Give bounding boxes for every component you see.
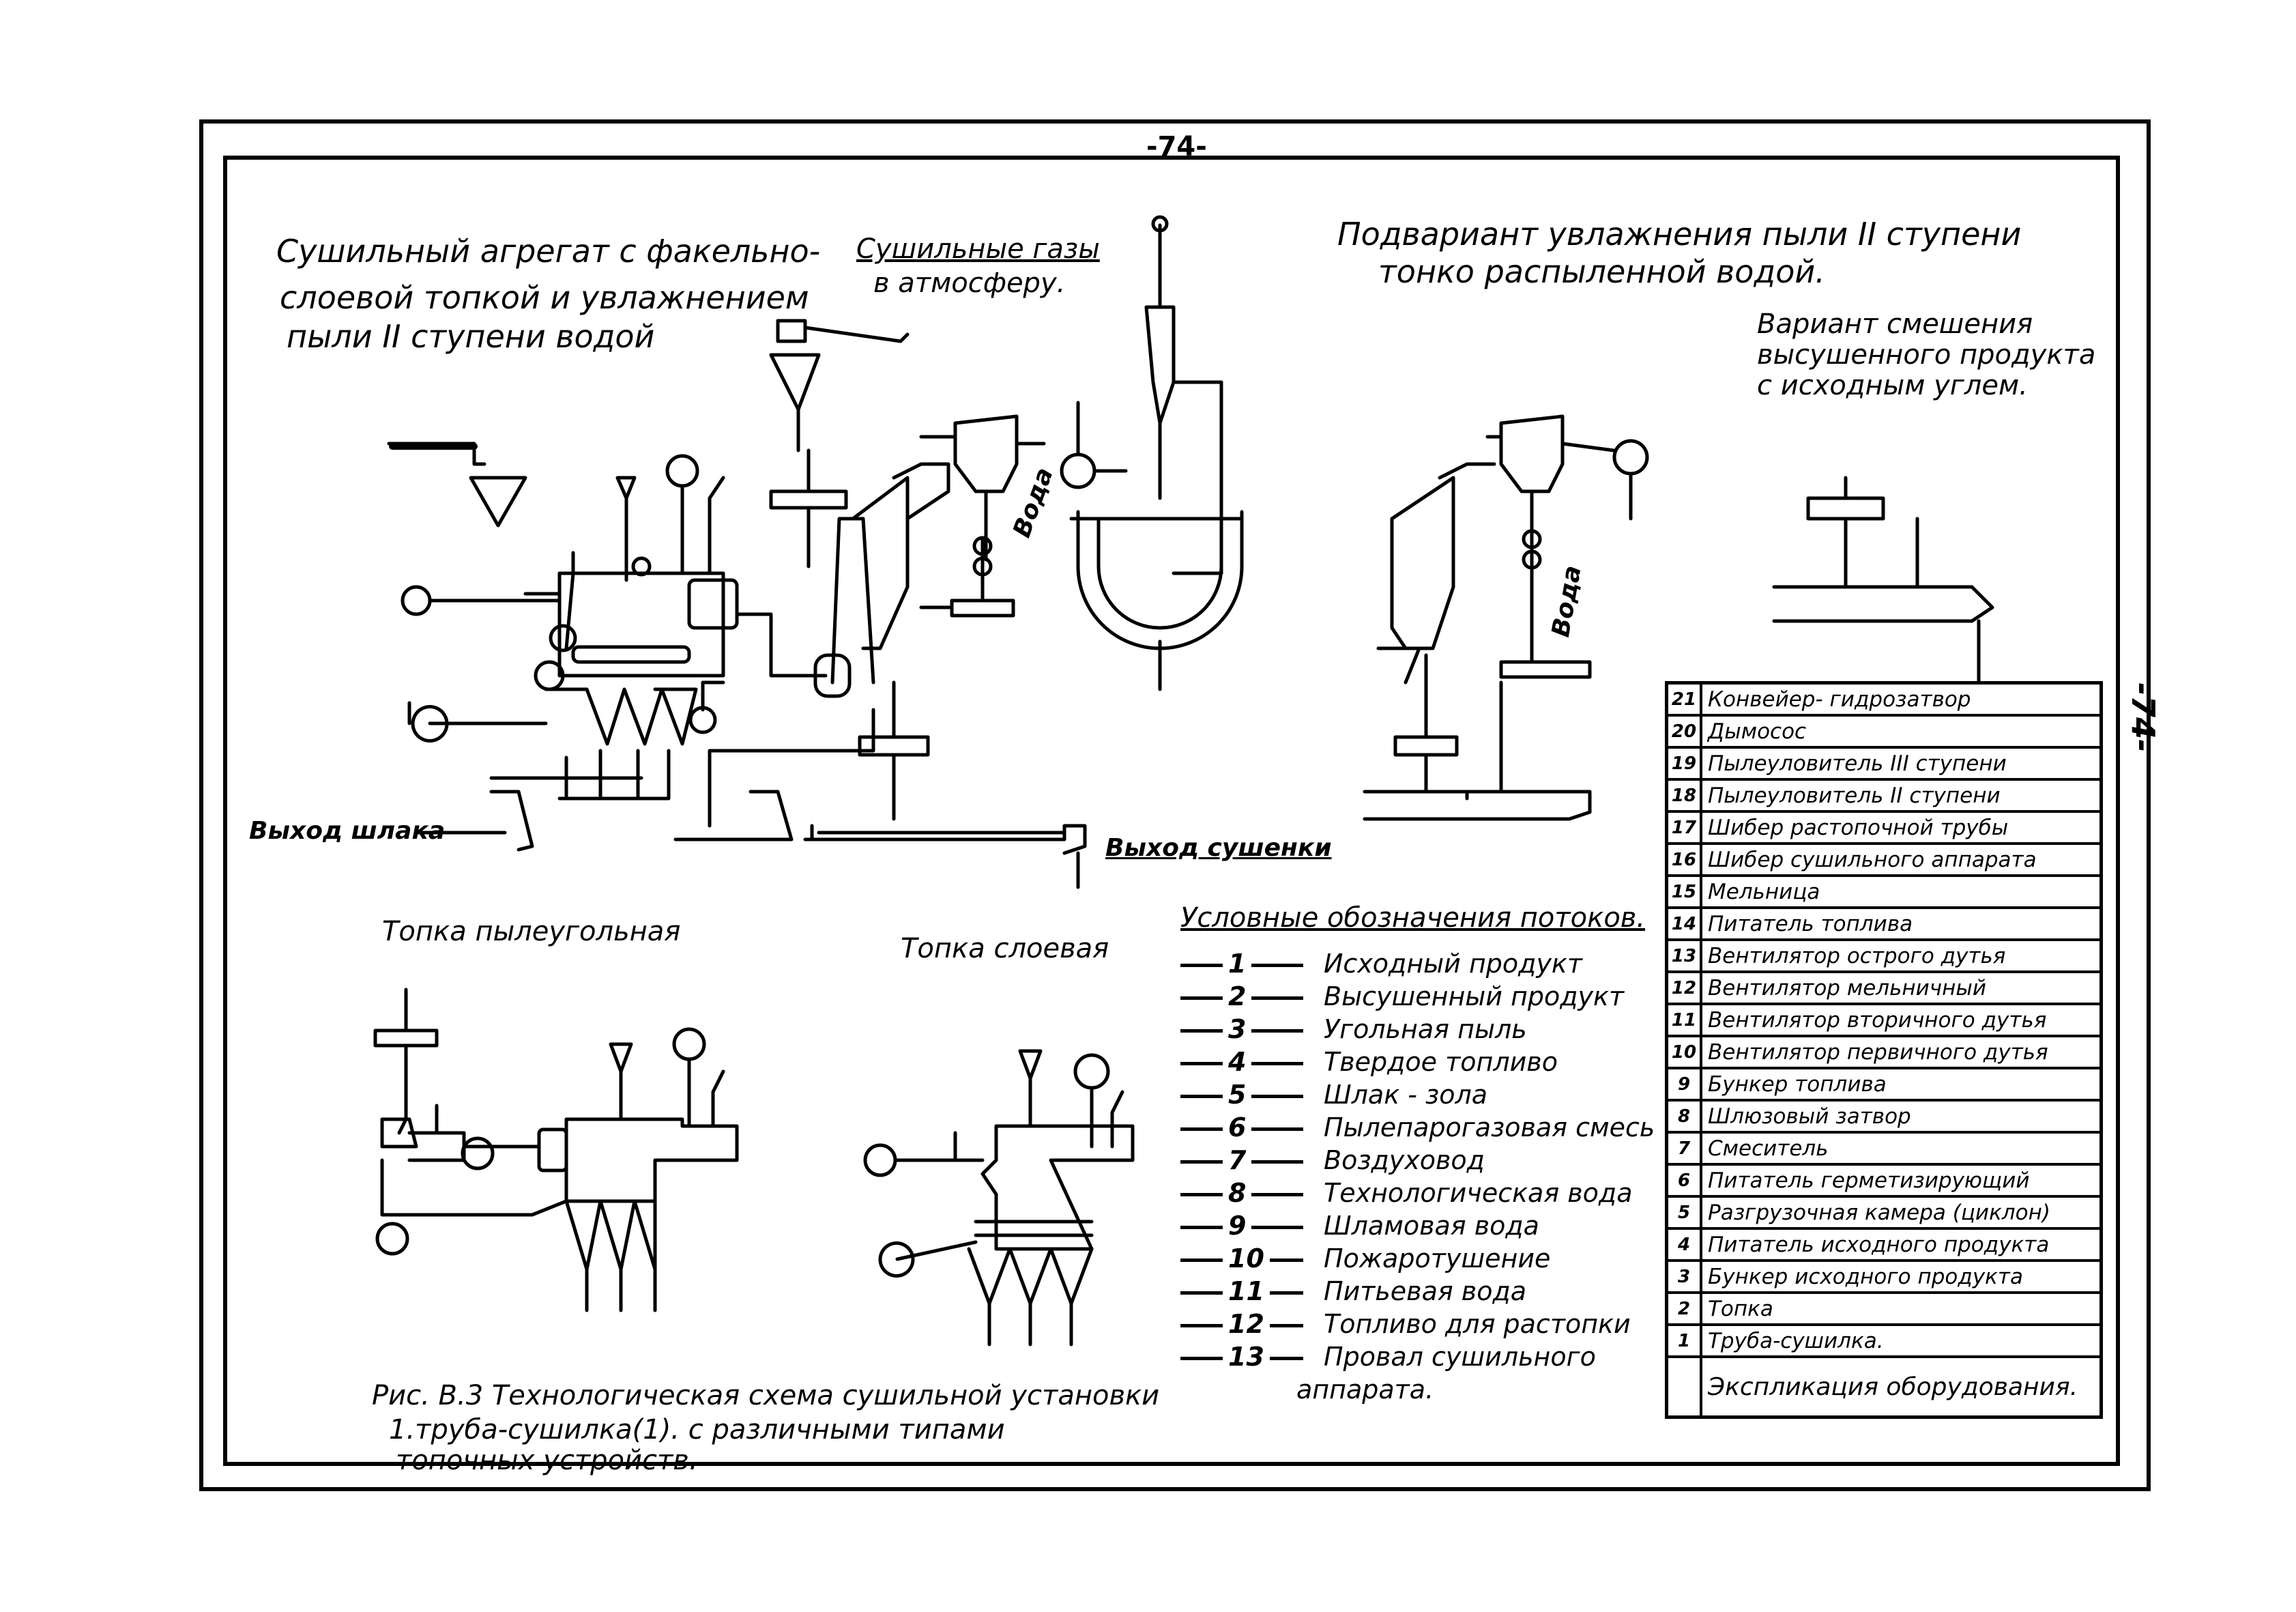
mixer-7 bbox=[950, 599, 1015, 618]
main-title-line3: пыли II ступени водой bbox=[287, 318, 655, 355]
smoke-exhauster-20 bbox=[1060, 452, 1096, 489]
feeder-4 bbox=[769, 489, 848, 510]
mixing-title-line1: Вариант смешения bbox=[1757, 308, 2033, 340]
inner-frame bbox=[223, 156, 2120, 1466]
fan-10-pulverized bbox=[375, 1222, 409, 1256]
fan-11-layer bbox=[1073, 1053, 1110, 1090]
shutter-17 bbox=[615, 476, 637, 582]
fan-11-pulverized bbox=[672, 1027, 706, 1061]
fuel-bunker-9 bbox=[387, 442, 527, 528]
fan-10-main bbox=[407, 701, 548, 743]
legend-item-continuation: аппарата. bbox=[1296, 1374, 1434, 1405]
main-title-line2: слоевой топкой и увлажнением bbox=[280, 279, 809, 316]
collector-19 bbox=[1144, 305, 1176, 425]
caption-line1: Рис. В.3 Технологическая схема сушильной… bbox=[372, 1380, 1160, 1411]
shutter-17-pulverized bbox=[609, 1042, 633, 1121]
subvariant-title-line2: тонко распыленной водой. bbox=[1378, 253, 1825, 290]
fan-13-layer bbox=[863, 1143, 897, 1177]
pulverized-furnace-title: Топка пылеугольная bbox=[382, 916, 681, 947]
outer-frame bbox=[199, 119, 2151, 1491]
shutter-17-layer bbox=[1018, 1049, 1043, 1128]
conveyor-21 bbox=[673, 790, 794, 841]
pulverized-furnace-body bbox=[564, 1117, 739, 1203]
sealing-feeder-6-sub bbox=[1393, 735, 1459, 757]
fan-11-main bbox=[665, 454, 699, 488]
caption-line2: 1.труба-сушилка(1). с различными типами bbox=[389, 1414, 1005, 1445]
exhaust-title-line2: в атмосферу. bbox=[873, 268, 1066, 299]
slag-exit-label: Выход шлака bbox=[249, 817, 446, 845]
fan-10-layer bbox=[878, 1240, 978, 1278]
cyclone-5-sub bbox=[1390, 476, 1455, 650]
layer-furnace-body bbox=[980, 1124, 1135, 1251]
feed-bunker-3 bbox=[769, 353, 821, 452]
dust-catcher-18-sub bbox=[1499, 414, 1565, 493]
side-page-number: -74- bbox=[2125, 682, 2162, 753]
fan-13-main bbox=[401, 585, 432, 616]
dried-exit-label: Выход сушенки bbox=[1105, 834, 1332, 862]
caption-line3: топочных устройств. bbox=[396, 1445, 698, 1476]
table-footer-row: Экспликация оборудования. bbox=[1668, 1358, 2099, 1415]
mill-fan-12 bbox=[461, 1136, 495, 1170]
exhaust-title-line1: Сушильные газы bbox=[856, 233, 1100, 265]
dust-catcher-18 bbox=[953, 414, 1019, 493]
legend-title: Условные обозначения потоков. bbox=[1180, 902, 1646, 934]
page-number: -74- bbox=[1146, 131, 1207, 162]
mixing-title-line2: высушенного продукта bbox=[1757, 339, 2096, 371]
drying-pipe-1 bbox=[830, 517, 875, 685]
mixer-7-sub bbox=[1499, 660, 1592, 679]
subvariant-title-line1: Подвариант увлажнения пыли II ступени bbox=[1337, 216, 2022, 253]
cyclone-5 bbox=[851, 476, 910, 650]
feeder-b-mix bbox=[1806, 496, 1885, 521]
fuel-feeder-14-pulverized bbox=[373, 1028, 439, 1048]
mixing-title-line3: с исходным углем. bbox=[1757, 370, 2028, 401]
main-title-line1: Сушильный агрегат с факельно- bbox=[276, 233, 821, 270]
smoke-exhauster-20-sub bbox=[1612, 439, 1649, 476]
layer-furnace-title: Топка слоевая bbox=[901, 933, 1109, 964]
